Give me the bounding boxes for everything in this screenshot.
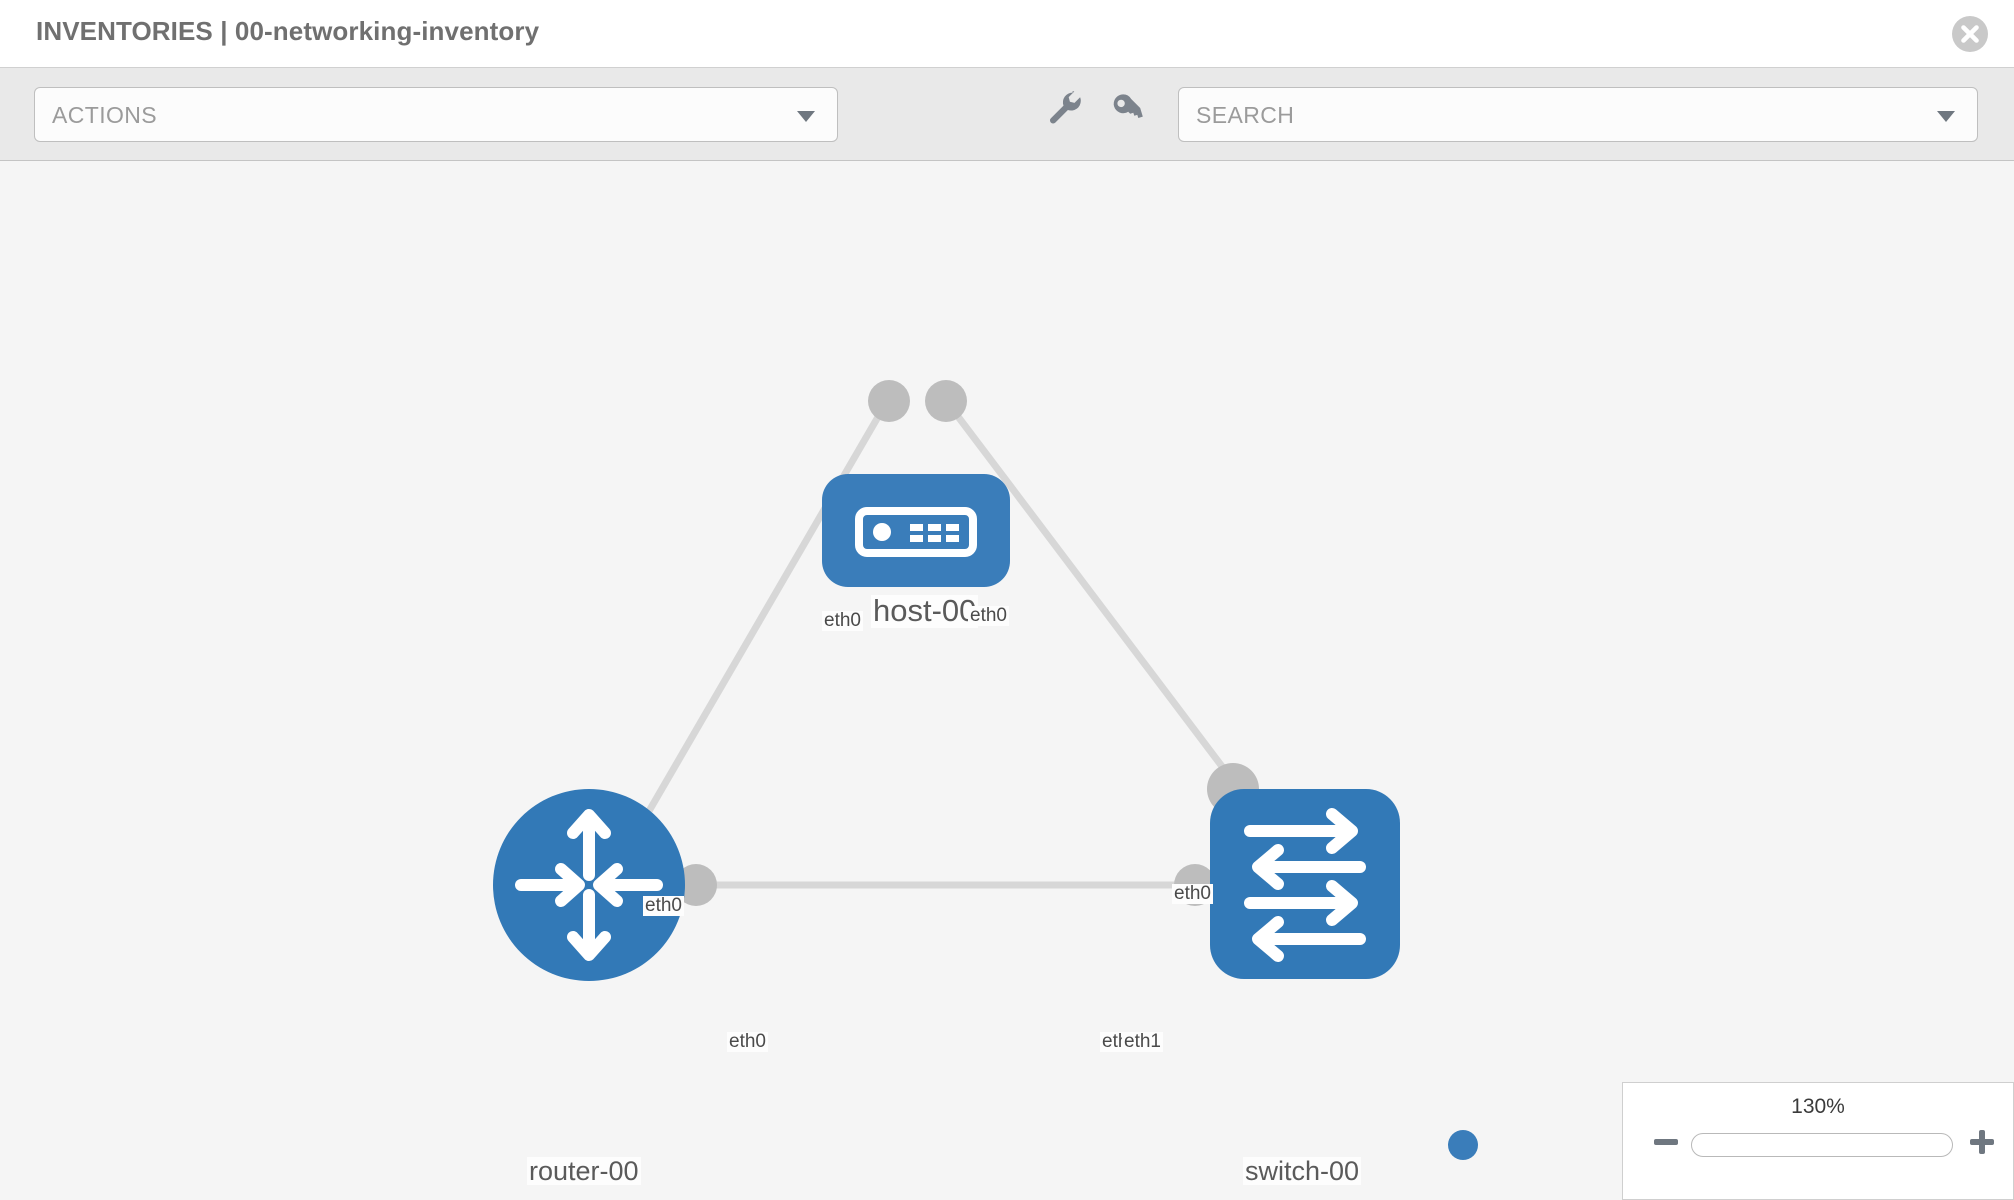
actions-dropdown-label: ACTIONS [52,102,158,128]
edge-label-router-up: eth0 [643,895,684,916]
edge-label-switch-left-b: eth1 [1122,1031,1163,1052]
chevron-down-icon [797,111,815,122]
key-icon[interactable] [1107,86,1149,128]
page-header: INVENTORIES | 00-networking-inventory [0,0,2014,68]
node-router-00 [493,789,685,981]
actions-dropdown[interactable]: ACTIONS [34,87,838,142]
connector-router-right [675,864,717,906]
edge-label-host-left: eth0 [822,610,863,631]
connector-host-right [925,380,967,422]
edge-label-switch-up: eth0 [1172,883,1213,904]
search-input[interactable]: SEARCH [1178,87,1978,142]
router-arrows-icon [515,809,663,961]
edge-label-host-right: eth0 [968,605,1009,626]
topology-graph [493,380,1400,981]
node-switch-00 [1210,789,1400,979]
zoom-control-panel: 130% [1622,1082,2014,1200]
zoom-slider[interactable] [1691,1133,1953,1157]
connector-host-left [868,380,910,422]
edge-label-router-right: eth0 [727,1031,768,1052]
page-title: INVENTORIES | 00-networking-inventory [36,16,540,46]
edge-host-switch [941,395,1236,784]
plus-icon[interactable] [1967,1127,1997,1157]
search-placeholder: SEARCH [1196,102,1295,128]
zoom-level-value: 130% [1791,1095,1845,1118]
node-label-host: host-00 [871,593,979,628]
node-label-router: router-00 [527,1156,641,1186]
toolbar: ACTIONS SEARCH [0,68,2014,161]
server-icon [855,507,977,557]
node-host-00 [822,474,1010,587]
close-icon[interactable] [1952,16,1988,52]
topology-canvas[interactable]: host-00 router-00 switch-00 eth0 eth0 et… [0,161,2014,1200]
chevron-down-icon[interactable] [1937,111,1955,122]
minus-icon[interactable] [1651,1127,1681,1157]
wrench-icon[interactable] [1042,86,1084,128]
node-label-switch: switch-00 [1243,1156,1362,1186]
zoom-slider-thumb[interactable] [1448,1130,1478,1160]
switch-arrows-icon [1244,808,1366,962]
